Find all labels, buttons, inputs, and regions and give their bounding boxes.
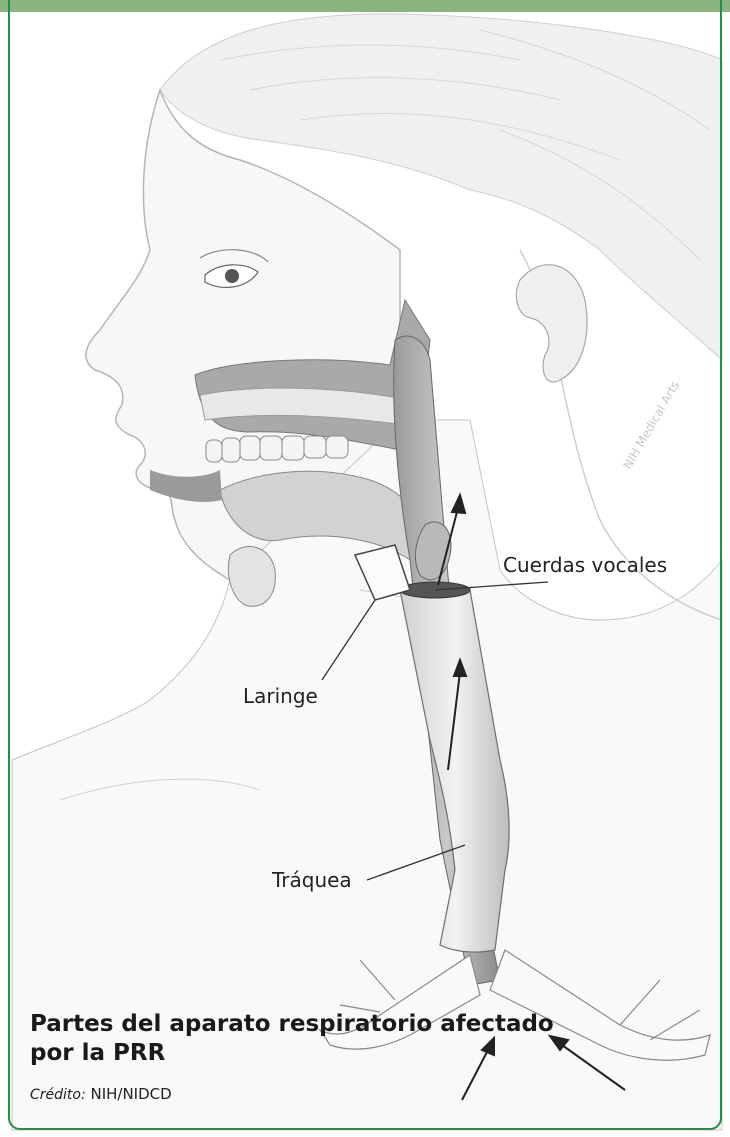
- figure-credit: Crédito: NIH/NIDCD: [30, 1085, 172, 1103]
- credit-source: NIH/NIDCD: [90, 1085, 171, 1103]
- credit-prefix: Crédito:: [30, 1087, 86, 1103]
- vocal-cords-label: Cuerdas vocales: [503, 553, 667, 577]
- trachea-label: Tráquea: [272, 868, 352, 892]
- figure-caption: Partes del aparato respiratorio afectado…: [30, 1010, 590, 1068]
- larynx-label: Laringe: [243, 684, 318, 708]
